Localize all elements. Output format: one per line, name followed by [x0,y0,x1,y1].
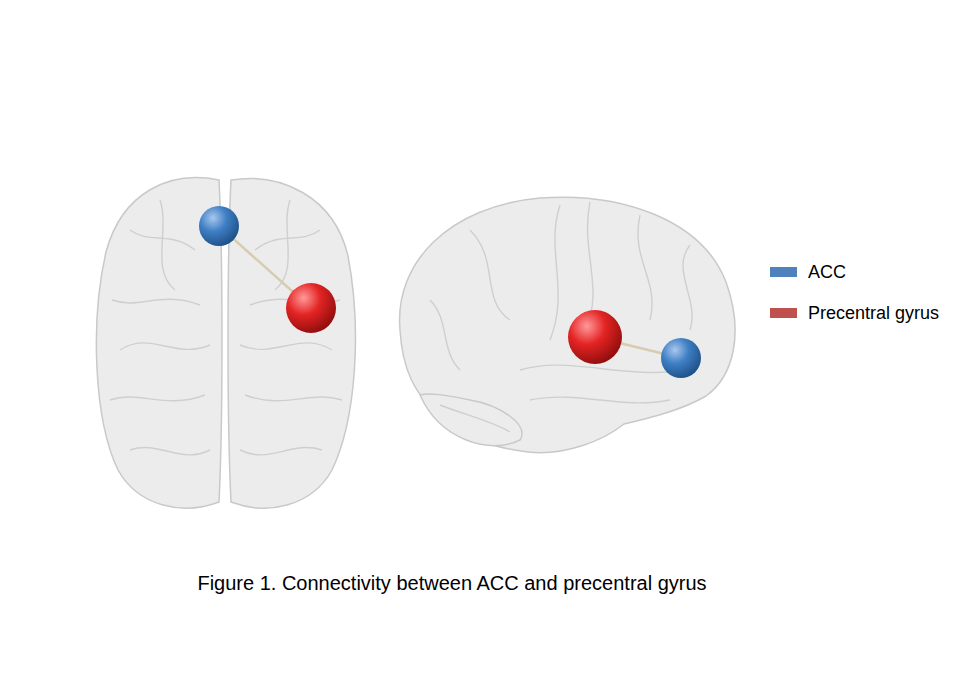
legend-swatch [770,308,797,318]
precentral-sphere [286,283,336,333]
precentral-sphere [568,310,622,364]
top-view-gyri [110,200,342,455]
top-view-brain [96,178,355,508]
legend-swatch [770,267,797,277]
side-view-brain [400,197,735,452]
legend-label: Precentral gyrus [808,302,939,324]
figure-caption: Figure 1. Connectivity between ACC and p… [197,570,706,596]
acc-sphere [661,338,701,378]
acc-sphere [199,206,239,246]
side-view-gyri [430,202,692,432]
legend-label: ACC [808,261,846,283]
